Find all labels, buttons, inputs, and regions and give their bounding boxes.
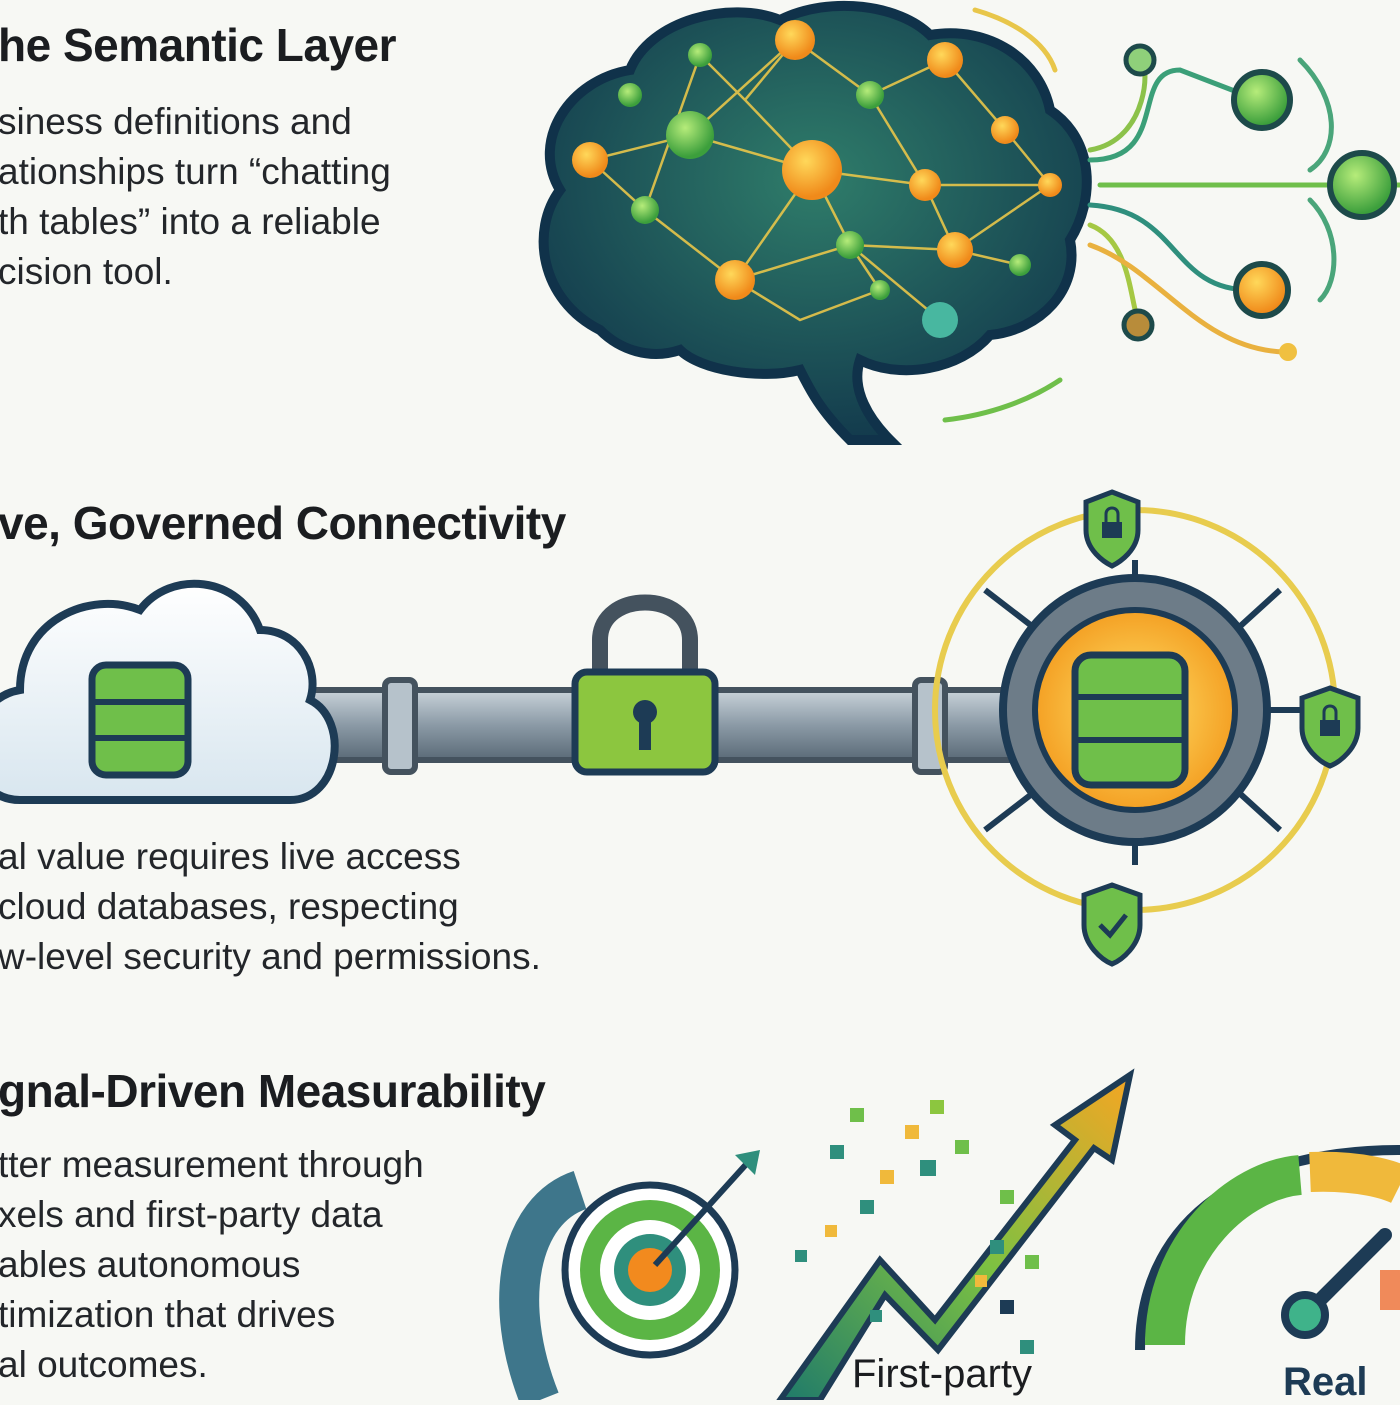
section-body-semantic-layer: siness definitions and ationships turn “… xyxy=(0,97,391,297)
body-line: w-level security and permissions. xyxy=(0,936,541,977)
section-title-semantic-layer: he Semantic Layer xyxy=(0,19,397,71)
shield-lock-icon xyxy=(1083,489,1141,569)
brain-nodes xyxy=(572,20,1062,338)
body-line: th tables” into a reliable xyxy=(0,201,381,242)
shield-check-icon xyxy=(1081,882,1143,967)
body-line: tter measurement through xyxy=(0,1144,424,1185)
gear-icon xyxy=(999,574,1271,846)
section-title-measurability: gnal-Driven Measurability xyxy=(0,1065,546,1117)
body-line: ationships turn “chatting xyxy=(0,151,391,192)
section-title-connectivity: ve, Governed Connectivity xyxy=(0,497,566,549)
label-real: Real xyxy=(1283,1360,1368,1404)
secure-database-pipeline-icon xyxy=(0,489,1361,967)
gauge-icon xyxy=(1135,1145,1400,1351)
body-line: siness definitions and xyxy=(0,101,352,142)
body-line: al value requires live access xyxy=(0,836,461,877)
padlock-icon xyxy=(571,594,719,776)
growth-target-gauge-icon xyxy=(499,1068,1400,1400)
brain-network-icon xyxy=(538,0,1400,445)
shield-lock-icon xyxy=(1299,685,1361,769)
data-pixels xyxy=(795,1100,1039,1354)
body-line: cision tool. xyxy=(0,251,173,292)
label-first-party: First-party xyxy=(852,1352,1032,1396)
body-line: al outcomes. xyxy=(0,1344,208,1385)
body-line: ables autonomous xyxy=(0,1244,301,1285)
database-icon xyxy=(88,661,192,779)
body-line: xels and first-party data xyxy=(0,1194,383,1235)
body-line: timization that drives xyxy=(0,1294,336,1335)
section-body-connectivity: al value requires live access cloud data… xyxy=(0,832,541,982)
section-body-measurability: tter measurement through xels and first-… xyxy=(0,1140,424,1390)
body-line: cloud databases, respecting xyxy=(0,886,459,927)
target-icon xyxy=(561,1150,760,1359)
